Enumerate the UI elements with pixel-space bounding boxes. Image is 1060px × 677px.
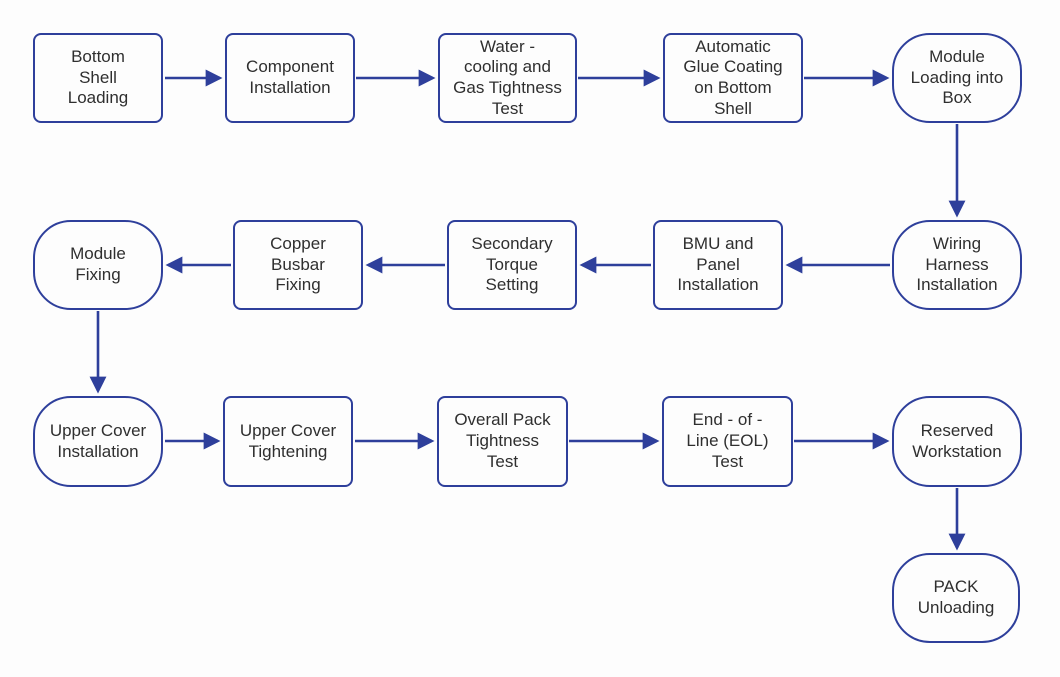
node-label: BMU and Panel Installation [677,233,759,295]
node-automatic-glue-coating: Automatic Glue Coating on Bottom Shell [663,33,803,123]
node-module-fixing: Module Fixing [33,220,163,310]
node-reserved-workstation: Reserved Workstation [892,396,1022,487]
node-component-installation: Component Installation [225,33,355,123]
node-secondary-torque-setting: Secondary Torque Setting [447,220,577,310]
node-label: Secondary Torque Setting [471,233,553,295]
node-label: Bottom Shell Loading [67,46,129,108]
node-bmu-and-panel-installation: BMU and Panel Installation [653,220,783,310]
node-upper-cover-tightening: Upper Cover Tightening [223,396,353,487]
node-label: Copper Busbar Fixing [270,233,326,295]
node-label: Module Fixing [70,244,126,284]
node-label: Wiring Harness Installation [916,233,998,295]
node-label: Automatic Glue Coating on Bottom Shell [683,36,783,118]
node-water-cooling-gas-tightness-test: Water - cooling and Gas Tightness Test [438,33,577,123]
node-module-loading-into-box: Module Loading into Box [892,33,1022,123]
node-label: Upper Cover Tightening [239,420,337,461]
node-label: Water - cooling and Gas Tightness Test [453,36,562,118]
node-overall-pack-tightness-test: Overall Pack Tightness Test [437,396,568,487]
node-label: Module Loading into Box [910,46,1004,108]
node-label: End - of - Line (EOL) Test [686,410,769,471]
node-label: PACK Unloading [917,577,995,617]
node-copper-busbar-fixing: Copper Busbar Fixing [233,220,363,310]
node-upper-cover-installation: Upper Cover Installation [33,396,163,487]
node-end-of-line-test: End - of - Line (EOL) Test [662,396,793,487]
node-wiring-harness-installation: Wiring Harness Installation [892,220,1022,310]
node-bottom-shell-loading: Bottom Shell Loading [33,33,163,123]
node-pack-unloading: PACK Unloading [892,553,1020,643]
node-label: Reserved Workstation [912,420,1002,461]
node-label: Overall Pack Tightness Test [454,410,551,471]
node-label: Component Installation [246,57,334,97]
node-label: Upper Cover Installation [49,420,147,461]
